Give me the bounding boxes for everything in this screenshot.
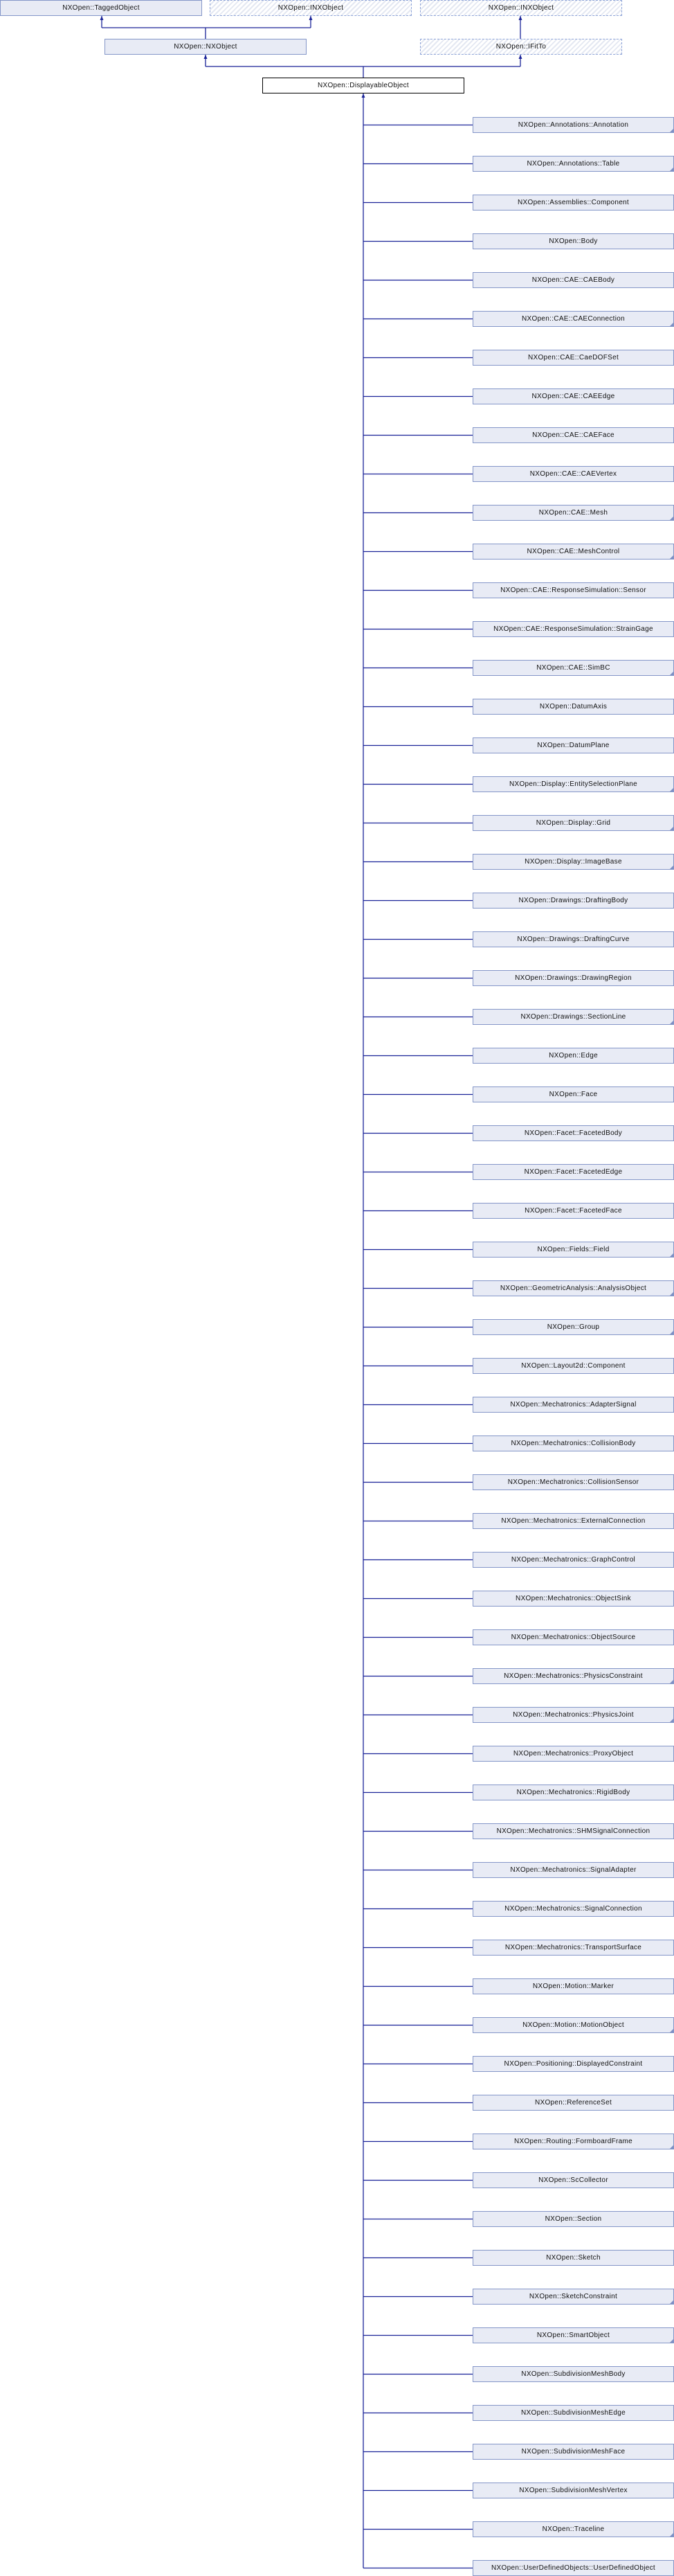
derived-class-box[interactable]: NXOpen::GeometricAnalysis::AnalysisObjec…: [473, 1280, 674, 1296]
derived-class-box[interactable]: NXOpen::Mechatronics::RigidBody: [473, 1785, 674, 1800]
derived-class-box[interactable]: NXOpen::Annotations::Annotation: [473, 117, 674, 133]
derived-class-box[interactable]: NXOpen::Mechatronics::TransportSurface: [473, 1940, 674, 1956]
derived-class-box[interactable]: NXOpen::SubdivisionMeshVertex: [473, 2483, 674, 2498]
arrowhead-icon: [518, 55, 522, 59]
derived-class-box[interactable]: NXOpen::CAE::CAEFace: [473, 427, 674, 443]
derived-class-box[interactable]: NXOpen::Motion::Marker: [473, 1978, 674, 1994]
derived-class-box[interactable]: NXOpen::CAE::MeshControl: [473, 544, 674, 560]
arrowhead-icon: [309, 16, 313, 20]
derived-class-box[interactable]: NXOpen::Positioning::DisplayedConstraint: [473, 2056, 674, 2072]
derived-class-box[interactable]: NXOpen::DatumAxis: [473, 699, 674, 715]
derived-class-box[interactable]: NXOpen::CAE::CaeDOFSet: [473, 350, 674, 366]
derived-class-box[interactable]: NXOpen::SketchConstraint: [473, 2289, 674, 2305]
class-nx-object[interactable]: NXOpen::NXObject: [104, 39, 307, 55]
derived-class-box[interactable]: NXOpen::Section: [473, 2211, 674, 2227]
derived-class-box[interactable]: NXOpen::Drawings::DraftingBody: [473, 893, 674, 909]
derived-class-box[interactable]: NXOpen::Routing::FormboardFrame: [473, 2134, 674, 2149]
derived-class-box[interactable]: NXOpen::Drawings::DraftingCurve: [473, 931, 674, 947]
derived-class-box[interactable]: NXOpen::Display::ImageBase: [473, 854, 674, 870]
derived-class-box[interactable]: NXOpen::ReferenceSet: [473, 2095, 674, 2111]
arrowhead-icon: [203, 55, 208, 59]
derived-class-box[interactable]: NXOpen::DatumPlane: [473, 737, 674, 753]
derived-class-box[interactable]: NXOpen::Sketch: [473, 2250, 674, 2266]
arrowhead-icon: [518, 16, 522, 20]
interface-inx-object: NXOpen::INXObject: [420, 0, 622, 16]
derived-class-box[interactable]: NXOpen::Mechatronics::PhysicsConstraint: [473, 1668, 674, 1684]
derived-class-box[interactable]: NXOpen::Mechatronics::ExternalConnection: [473, 1513, 674, 1529]
derived-class-box[interactable]: NXOpen::Group: [473, 1319, 674, 1335]
derived-class-box[interactable]: NXOpen::UserDefinedObjects::UserDefinedO…: [473, 2560, 674, 2576]
derived-class-box[interactable]: NXOpen::Motion::MotionObject: [473, 2017, 674, 2033]
interface-ifit-to: NXOpen::IFitTo: [420, 39, 622, 55]
derived-class-box[interactable]: NXOpen::Mechatronics::AdapterSignal: [473, 1397, 674, 1413]
derived-class-box[interactable]: NXOpen::ScCollector: [473, 2172, 674, 2188]
derived-class-box[interactable]: NXOpen::Mechatronics::ProxyObject: [473, 1746, 674, 1762]
interface-inx-object: NXOpen::INXObject: [210, 0, 412, 16]
derived-class-box[interactable]: NXOpen::Fields::Field: [473, 1242, 674, 1258]
derived-class-box[interactable]: NXOpen::Facet::FacetedBody: [473, 1125, 674, 1141]
derived-class-box[interactable]: NXOpen::Mechatronics::SignalConnection: [473, 1901, 674, 1917]
derived-class-box[interactable]: NXOpen::CAE::SimBC: [473, 660, 674, 676]
derived-class-box[interactable]: NXOpen::Mechatronics::SignalAdapter: [473, 1862, 674, 1878]
derived-class-box[interactable]: NXOpen::CAE::ResponseSimulation::Sensor: [473, 582, 674, 598]
derived-class-box[interactable]: NXOpen::CAE::CAEConnection: [473, 311, 674, 327]
derived-class-box[interactable]: NXOpen::Mechatronics::CollisionSensor: [473, 1474, 674, 1490]
derived-class-box[interactable]: NXOpen::CAE::CAEVertex: [473, 466, 674, 482]
current-class-displayable-object: NXOpen::DisplayableObject: [262, 78, 464, 93]
derived-class-box[interactable]: NXOpen::Traceline: [473, 2521, 674, 2537]
derived-class-box[interactable]: NXOpen::CAE::CAEEdge: [473, 388, 674, 404]
arrowhead-icon: [100, 16, 104, 20]
derived-class-box[interactable]: NXOpen::CAE::CAEBody: [473, 272, 674, 288]
derived-class-box[interactable]: NXOpen::Display::EntitySelectionPlane: [473, 776, 674, 792]
derived-class-box[interactable]: NXOpen::Facet::FacetedFace: [473, 1203, 674, 1219]
derived-class-box[interactable]: NXOpen::Mechatronics::GraphControl: [473, 1552, 674, 1568]
derived-class-box[interactable]: NXOpen::Drawings::SectionLine: [473, 1009, 674, 1025]
derived-class-box[interactable]: NXOpen::Mechatronics::CollisionBody: [473, 1435, 674, 1451]
derived-class-box[interactable]: NXOpen::SmartObject: [473, 2327, 674, 2343]
derived-class-box[interactable]: NXOpen::Mechatronics::ObjectSink: [473, 1591, 674, 1607]
derived-class-box[interactable]: NXOpen::SubdivisionMeshBody: [473, 2366, 674, 2382]
class-tagged-object[interactable]: NXOpen::TaggedObject: [0, 0, 202, 16]
derived-class-box[interactable]: NXOpen::Body: [473, 233, 674, 249]
derived-class-box[interactable]: NXOpen::Assemblies::Component: [473, 195, 674, 211]
derived-class-box[interactable]: NXOpen::Mechatronics::PhysicsJoint: [473, 1707, 674, 1723]
derived-class-box[interactable]: NXOpen::Drawings::DrawingRegion: [473, 970, 674, 986]
arrowhead-icon: [361, 93, 365, 98]
derived-class-box[interactable]: NXOpen::Display::Grid: [473, 815, 674, 831]
derived-class-box[interactable]: NXOpen::Face: [473, 1086, 674, 1102]
derived-class-box[interactable]: NXOpen::SubdivisionMeshEdge: [473, 2405, 674, 2421]
derived-class-box[interactable]: NXOpen::SubdivisionMeshFace: [473, 2444, 674, 2460]
derived-class-box[interactable]: NXOpen::Mechatronics::SHMSignalConnectio…: [473, 1823, 674, 1839]
derived-class-box[interactable]: NXOpen::Mechatronics::ObjectSource: [473, 1629, 674, 1645]
derived-class-box[interactable]: NXOpen::CAE::Mesh: [473, 505, 674, 521]
derived-class-box[interactable]: NXOpen::Edge: [473, 1048, 674, 1064]
derived-class-box[interactable]: NXOpen::Facet::FacetedEdge: [473, 1164, 674, 1180]
derived-class-box[interactable]: NXOpen::Annotations::Table: [473, 156, 674, 172]
derived-class-box[interactable]: NXOpen::Layout2d::Component: [473, 1358, 674, 1374]
derived-class-box[interactable]: NXOpen::CAE::ResponseSimulation::StrainG…: [473, 621, 674, 637]
